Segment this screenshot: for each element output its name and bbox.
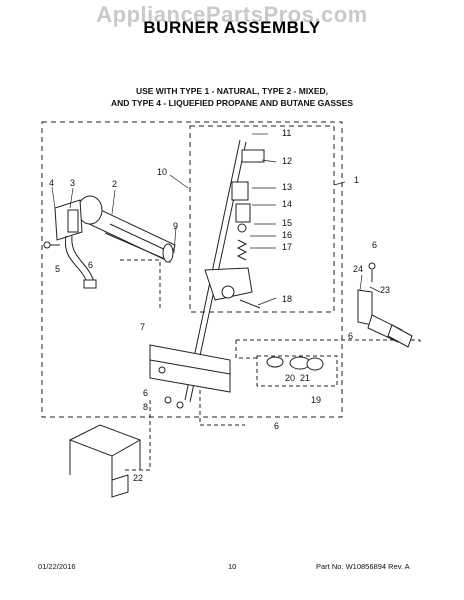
footer-page: 10 [228,562,237,571]
inner-dash-frame [189,125,335,313]
callout-7: 7 [140,322,145,332]
callout-14: 14 [282,199,292,209]
mount-stand [68,424,142,498]
callout-6e: 6 [274,421,279,431]
callout-20: 20 [285,373,295,383]
callout-22: 22 [133,473,143,483]
callout-1: 1 [354,175,359,185]
watermark: AppliancePartsPros.com [96,2,368,27]
callout-6a: 6 [88,260,93,270]
callout-6b: 6 [372,240,377,250]
callout-23: 23 [380,285,390,295]
callout-19: 19 [311,395,321,405]
callout-11: 11 [282,128,291,138]
callout-8: 8 [143,402,148,412]
footer-part-no: Part No. W10856894 Rev. A [316,562,410,571]
mount-bracket [149,344,231,409]
igniter [357,262,413,348]
callout-24: 24 [353,264,363,274]
callout-6d: 6 [143,388,148,398]
callout-5: 5 [55,264,60,274]
callout-9: 9 [173,221,178,231]
page-title: BURNER ASSEMBLY [143,18,321,37]
valve-column [184,139,265,403]
callout-6c: 6 [348,331,353,341]
callout-2: 2 [112,179,117,189]
callout-15: 15 [282,218,292,228]
subtitle-line-1: USE WITH TYPE 1 - NATURAL, TYPE 2 - MIXE… [135,86,329,96]
callout-21: 21 [300,373,310,383]
callout-16: 16 [282,230,292,240]
callout-10: 10 [157,167,167,177]
burner-tube [77,195,176,263]
callout-13: 13 [282,182,292,192]
callout-17: 17 [282,242,292,252]
sensor-bracket [43,199,97,289]
callout-4: 4 [49,178,54,188]
callout-12: 12 [282,156,292,166]
box-19 [256,355,338,387]
footer-date: 01/22/2016 [38,562,76,571]
subtitle-line-2: AND TYPE 4 - LIQUEFIED PROPANE AND BUTAN… [110,98,354,108]
fittings [266,356,324,371]
callout-3: 3 [70,178,75,188]
callout-18: 18 [282,294,292,304]
